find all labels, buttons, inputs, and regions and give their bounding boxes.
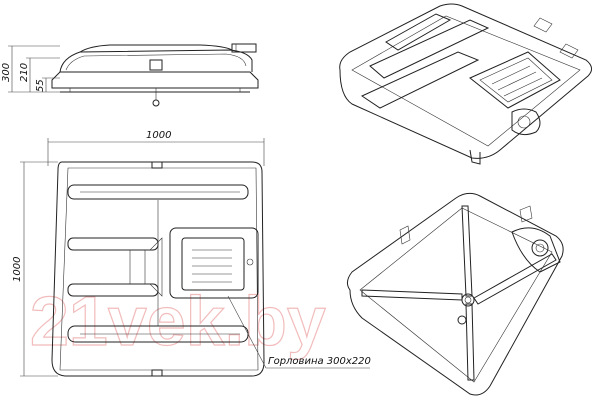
dim-width: 1000 (146, 130, 171, 141)
watermark-text: 21vek.by (30, 282, 326, 360)
dim-height-mid: 210 (19, 63, 30, 82)
dim-height-low: 55 (35, 79, 46, 92)
top-view (51, 161, 265, 377)
dim-depth: 1000 (12, 257, 23, 282)
iso-view-bottom (346, 192, 564, 396)
side-view (51, 43, 259, 107)
neck-label: Горловина 300x220 (268, 356, 371, 367)
neck-callout: Горловина 300x220 (227, 295, 371, 369)
iso-view-top (339, 3, 592, 165)
side-view-dimensions: 300 210 55 (1, 45, 60, 93)
dim-height-total: 300 (1, 63, 12, 82)
top-view-dimensions: 1000 1000 (12, 130, 265, 377)
